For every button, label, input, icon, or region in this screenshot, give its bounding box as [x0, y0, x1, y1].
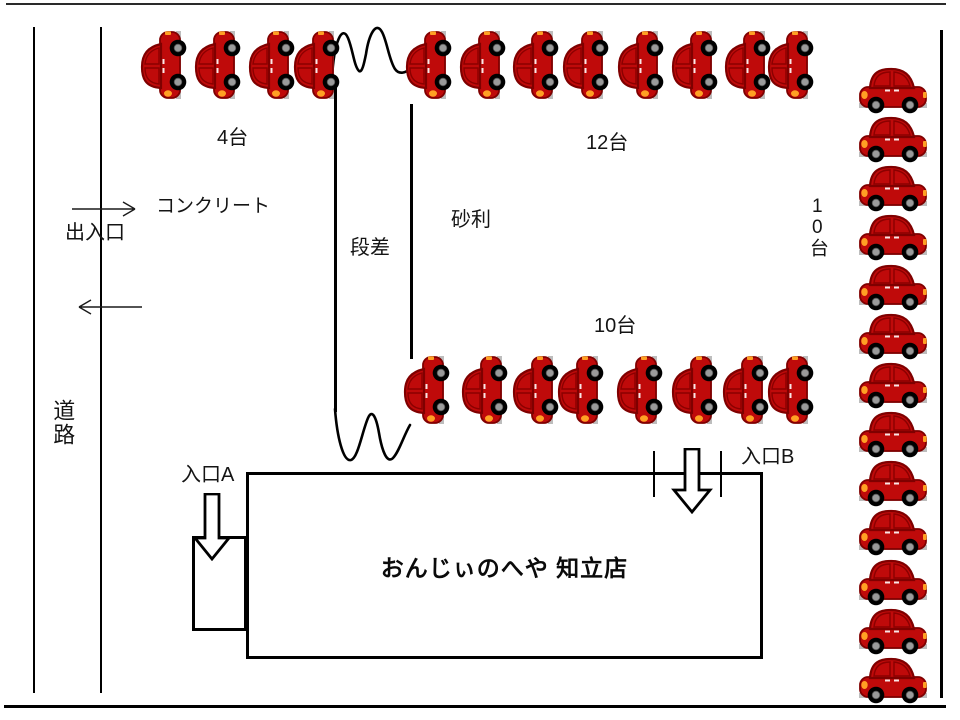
- car-icon: [459, 30, 507, 100]
- step-line-left: [334, 78, 337, 412]
- break-squiggle-bottom-icon: [333, 407, 412, 462]
- count-right-column-label: 10台: [806, 196, 828, 257]
- car-icon: [858, 264, 928, 312]
- car-icon: [616, 355, 664, 425]
- car-icon: [858, 67, 928, 115]
- car-icon: [858, 509, 928, 557]
- car-icon: [858, 116, 928, 164]
- top-boundary-line: [6, 3, 946, 5]
- entrance-b-arrow-icon: [671, 448, 713, 514]
- count-middle-label: 10台: [594, 315, 637, 337]
- entrance-a-arrow-icon: [192, 493, 232, 561]
- car-icon: [767, 30, 815, 100]
- car-icon: [293, 30, 341, 100]
- car-icon: [617, 30, 665, 100]
- bottom-boundary-line: [4, 705, 946, 708]
- car-icon: [858, 559, 928, 607]
- car-icon: [405, 30, 453, 100]
- car-icon: [722, 355, 770, 425]
- car-icon: [671, 355, 719, 425]
- gate-label: 出入口: [65, 222, 125, 244]
- car-icon: [858, 214, 928, 262]
- entrance-b-tick-right: [720, 451, 722, 497]
- gate-in-arrow-icon: [72, 201, 136, 217]
- road-label: 道路: [50, 399, 76, 447]
- car-icon: [767, 355, 815, 425]
- car-icon: [461, 355, 509, 425]
- car-icon: [140, 30, 188, 100]
- step-label: 段差: [350, 237, 390, 259]
- car-icon: [248, 30, 296, 100]
- car-icon: [194, 30, 242, 100]
- car-icon: [858, 608, 928, 656]
- car-icon: [512, 355, 560, 425]
- step-line-right: [410, 104, 413, 359]
- car-icon: [671, 30, 719, 100]
- car-icon: [858, 362, 928, 410]
- gate-out-arrow-icon: [78, 299, 142, 315]
- entrance-b-tick-left: [653, 451, 655, 497]
- count-top-left-label: 4台: [217, 127, 249, 149]
- car-icon: [724, 30, 772, 100]
- car-icon: [858, 165, 928, 213]
- road-edge-outer: [33, 27, 35, 693]
- right-boundary-line: [940, 30, 943, 698]
- count-top-right-label: 12台: [586, 132, 629, 154]
- break-squiggle-top-icon: [330, 26, 413, 80]
- car-icon: [858, 460, 928, 508]
- car-icon: [403, 355, 451, 425]
- gravel-label: 砂利: [451, 209, 491, 231]
- annex-outline: [192, 536, 247, 631]
- store-building: おんじぃのへや 知立店: [246, 472, 763, 659]
- car-icon: [562, 30, 610, 100]
- car-icon: [858, 411, 928, 459]
- store-name: おんじぃのへや 知立店: [380, 554, 629, 581]
- car-icon: [512, 30, 560, 100]
- entrance-b-label: 入口B: [741, 446, 795, 468]
- car-icon: [858, 657, 928, 705]
- concrete-label: コンクリート: [156, 196, 271, 217]
- entrance-a-label: 入口A: [181, 464, 235, 486]
- road-edge-inner: [100, 27, 102, 693]
- car-icon: [557, 355, 605, 425]
- car-icon: [858, 313, 928, 361]
